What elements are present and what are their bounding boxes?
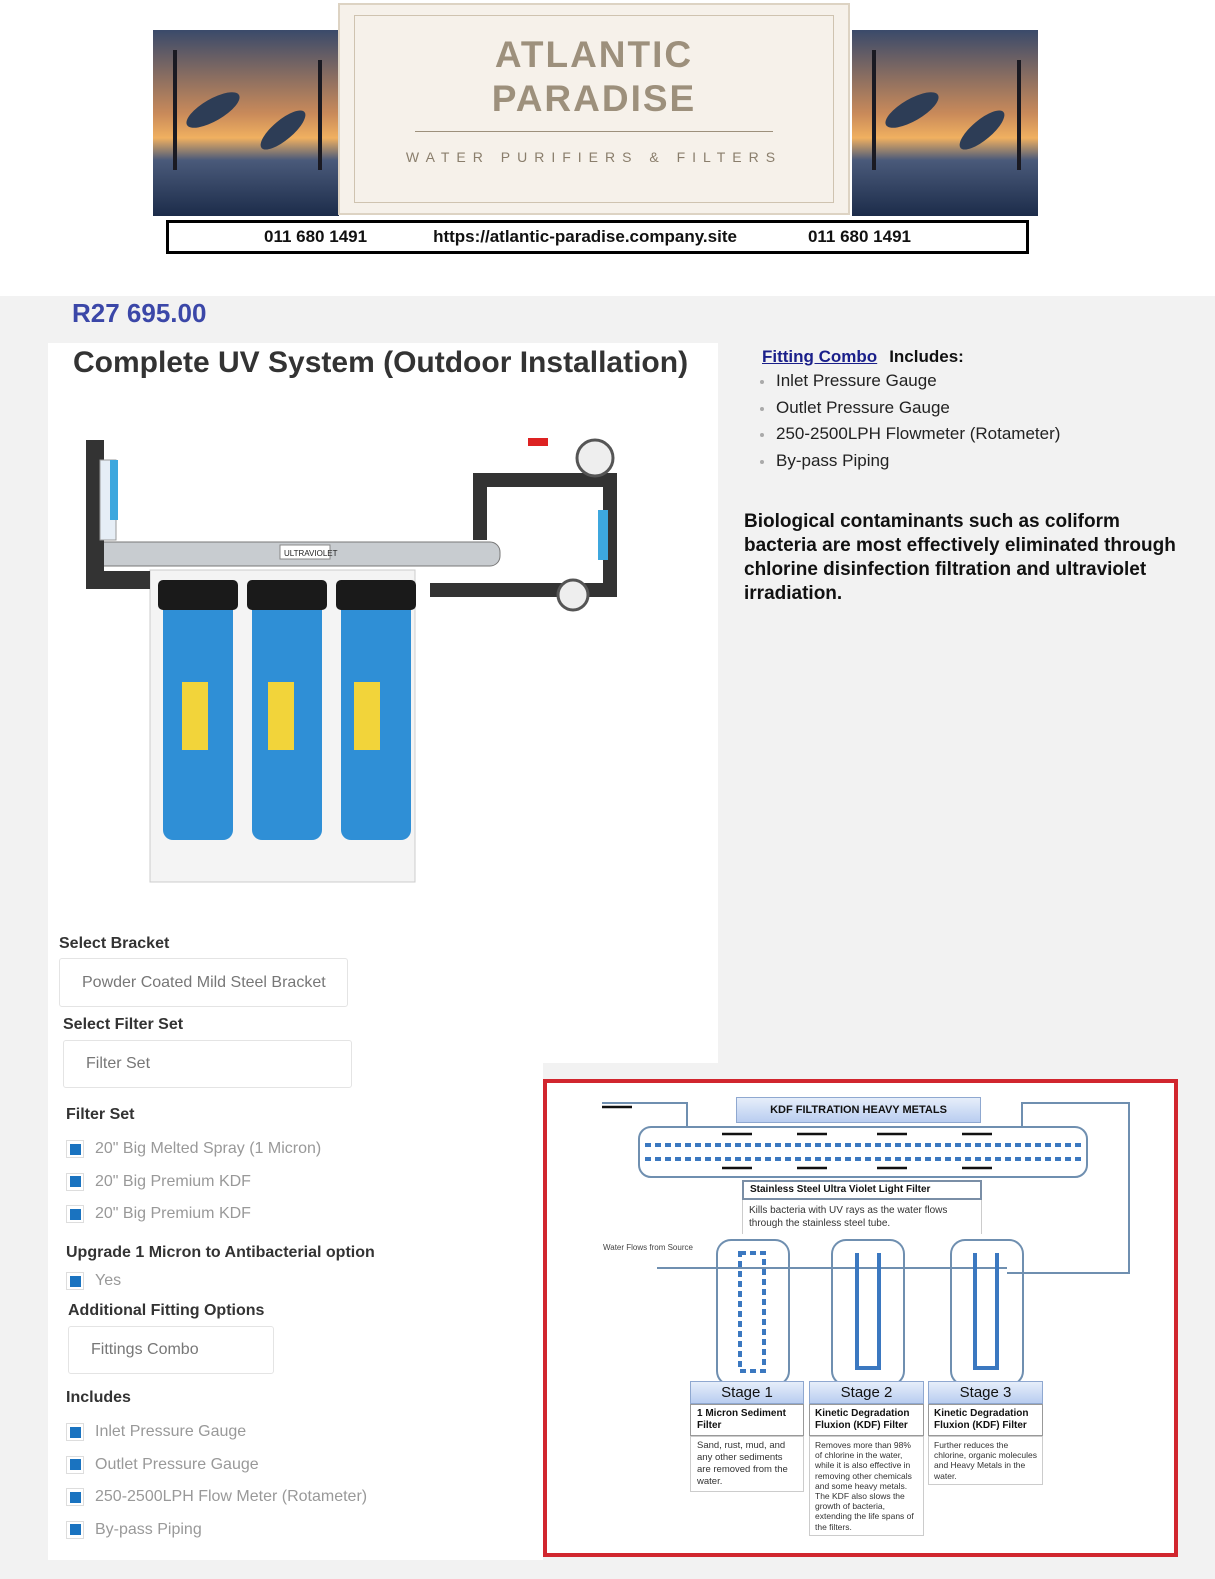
filter-set-checkbox[interactable]: 20" Big Premium KDF bbox=[66, 1198, 321, 1231]
fitting-combo-item: 250-2500LPH Flowmeter (Rotameter) bbox=[760, 421, 1060, 448]
upgrade-yes-checkbox[interactable]: Yes bbox=[66, 1270, 121, 1292]
product-title: Complete UV System (Outdoor Installation… bbox=[73, 346, 689, 379]
stage-2: Stage 2 Kinetic Degradation Fluxion (KDF… bbox=[809, 1381, 924, 1536]
includes-checkbox[interactable]: Inlet Pressure Gauge bbox=[66, 1416, 367, 1449]
select-filter-set-label: Select Filter Set bbox=[63, 1016, 184, 1033]
logo-title-line2: PARADISE bbox=[491, 78, 697, 119]
kdf-title: KDF FILTRATION HEAVY METALS bbox=[736, 1097, 981, 1123]
options-panel bbox=[48, 1063, 543, 1560]
includes-checkbox[interactable]: 250-2500LPH Flow Meter (Rotameter) bbox=[66, 1481, 367, 1514]
logo-title-line1: ATLANTIC bbox=[494, 34, 694, 75]
bracket-select[interactable]: Powder Coated Mild Steel Bracket bbox=[59, 958, 348, 1007]
includes-list: Inlet Pressure Gauge Outlet Pressure Gau… bbox=[66, 1416, 367, 1546]
filter-set-select[interactable]: Filter Set bbox=[63, 1040, 352, 1088]
phone-left[interactable]: 011 680 1491 bbox=[264, 227, 368, 246]
filtration-diagram: KDF FILTRATION HEAVY METALS Stainless St… bbox=[543, 1079, 1178, 1557]
contact-bar: 011 680 1491 https://atlantic-paradise.c… bbox=[166, 220, 1029, 254]
filter-set-checkbox[interactable]: 20" Big Melted Spray (1 Micron) bbox=[66, 1133, 321, 1166]
uv-desc: Kills bacteria with UV rays as the water… bbox=[742, 1200, 982, 1234]
fitting-combo-item: Outlet Pressure Gauge bbox=[760, 395, 1060, 422]
dolphin-image-right bbox=[852, 30, 1038, 216]
source-label: Water Flows from Source bbox=[603, 1243, 693, 1252]
product-image[interactable]: ULTRAVIOLET bbox=[70, 420, 650, 895]
fitting-combo-item: By-pass Piping bbox=[760, 448, 1060, 475]
filter-set-checkbox[interactable]: 20" Big Premium KDF bbox=[66, 1166, 321, 1199]
website-link[interactable]: https://atlantic-paradise.company.site bbox=[433, 227, 737, 246]
filter-set-label: Filter Set bbox=[66, 1106, 135, 1123]
phone-right[interactable]: 011 680 1491 bbox=[807, 227, 911, 246]
filter-set-list: 20" Big Melted Spray (1 Micron) 20" Big … bbox=[66, 1133, 321, 1231]
upgrade-label: Upgrade 1 Micron to Antibacterial option bbox=[66, 1244, 375, 1261]
stage-3: Stage 3 Kinetic Degradation Fluxion (KDF… bbox=[928, 1381, 1043, 1485]
includes-checkbox[interactable]: By-pass Piping bbox=[66, 1514, 367, 1547]
logo-subtitle: WATER PURIFIERS & FILTERS bbox=[405, 149, 783, 165]
includes-label: Includes bbox=[66, 1389, 131, 1406]
additional-fitting-label: Additional Fitting Options bbox=[68, 1302, 265, 1319]
product-price: R27 695.00 bbox=[72, 298, 207, 328]
description: Biological contaminants such as coliform… bbox=[744, 511, 1176, 604]
fitting-combo-list: Inlet Pressure Gauge Outlet Pressure Gau… bbox=[760, 368, 1060, 474]
includes-checkbox[interactable]: Outlet Pressure Gauge bbox=[66, 1449, 367, 1482]
dolphin-image-left bbox=[153, 30, 339, 216]
uv-title: Stainless Steel Ultra Violet Light Filte… bbox=[742, 1180, 982, 1200]
ultraviolet-label: ULTRAVIOLET bbox=[284, 549, 338, 558]
stage-1: Stage 1 1 Micron Sediment Filter Sand, r… bbox=[690, 1381, 804, 1492]
select-bracket-label: Select Bracket bbox=[59, 935, 170, 952]
fitting-combo-link[interactable]: Fitting Combo bbox=[762, 347, 878, 366]
fitting-select[interactable]: Fittings Combo bbox=[68, 1326, 274, 1374]
fitting-combo-item: Inlet Pressure Gauge bbox=[760, 368, 1060, 395]
